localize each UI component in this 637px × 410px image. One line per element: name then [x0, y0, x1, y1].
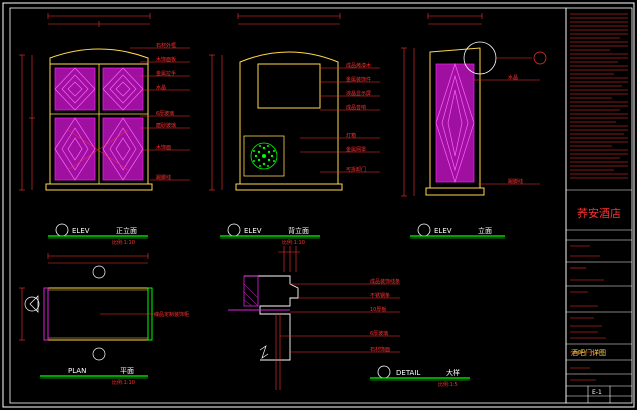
back-view-scale: 比例:1:10 — [282, 239, 305, 246]
front-view-tag: ELEV — [72, 227, 90, 235]
front-view-name: 正立面 — [116, 226, 137, 235]
front-label-4: 水晶 — [156, 84, 166, 91]
front-label-8: 踢脚线 — [156, 174, 171, 181]
detail-label-4: 6厚玻璃 — [370, 330, 388, 337]
plan-view-tag: PLAN — [68, 367, 86, 375]
detail-label-5: 石材饰面 — [370, 346, 390, 353]
display-screen — [257, 63, 321, 109]
front-label-3: 金属拉手 — [156, 70, 176, 77]
front-elevation: 石材外框 木饰面板 金属拉手 水晶 6厚玻璃 磨砂玻璃 木饰面 踢脚线 ELEV… — [19, 13, 190, 246]
speaker-grille — [250, 142, 278, 170]
section-marker-left-icon — [24, 296, 40, 312]
drawing-item-name: 酒吧门详图 — [571, 348, 606, 357]
back-label-6: 金属网罩 — [346, 146, 366, 153]
plan-view: 成品定制装饰柜 PLAN 平面 比例:1:10 — [19, 253, 189, 386]
side-elevation: 水晶 踢脚线 ELEV 立面 — [401, 13, 547, 239]
title-block: 荞安酒店 酒吧门详图 E-1 — [565, 7, 633, 404]
back-view-name: 背立面 — [288, 226, 309, 235]
plan-view-name: 平面 — [120, 367, 134, 375]
back-label-4: 成品音响 — [346, 104, 366, 111]
back-view-marker-icon — [227, 223, 241, 237]
detail-view: 成品装饰线条 不锈钢条 10厚板 6厚玻璃 石材饰面 DETAIL 大样 比例:… — [228, 246, 470, 390]
company-name: 荞安酒店 — [577, 206, 621, 220]
front-label-5: 6厚玻璃 — [156, 110, 174, 117]
back-label-3: 液晶显示屏 — [346, 90, 371, 97]
plan-view-scale: 比例:1:10 — [112, 379, 135, 386]
side-view-marker-icon — [417, 223, 431, 237]
detail-view-marker-icon — [377, 365, 391, 379]
back-view-tag: ELEV — [244, 227, 262, 235]
front-label-7: 木饰面 — [156, 144, 171, 151]
back-label-5: 灯箱 — [346, 132, 356, 139]
front-view-scale: 比例:1:10 — [112, 239, 135, 246]
side-view-name: 立面 — [478, 226, 492, 235]
detail-view-scale: 比例:1:5 — [438, 381, 458, 388]
side-label-1: 水晶 — [508, 74, 518, 81]
drawing-inner-border — [9, 7, 567, 404]
detail-view-tag: DETAIL — [396, 369, 420, 377]
section-marker-bottom-icon — [92, 347, 106, 361]
side-label-2: 踢脚线 — [508, 178, 523, 185]
drawing-code: E-1 — [592, 389, 602, 396]
front-label-6: 磨砂玻璃 — [156, 122, 176, 129]
section-marker-top-icon — [92, 265, 106, 279]
detail-label-1: 成品装饰线条 — [370, 278, 400, 285]
back-label-1: 成品烤漆木 — [346, 62, 371, 69]
back-label-2: 金属装饰件 — [346, 76, 371, 83]
detail-view-name: 大样 — [446, 368, 460, 377]
back-label-7: 可拆卸门 — [346, 166, 366, 173]
detail-label-3: 10厚板 — [370, 306, 386, 313]
side-view-tag: ELEV — [434, 227, 452, 235]
plan-label-1: 成品定制装饰柜 — [154, 311, 189, 318]
detail-label-2: 不锈钢条 — [370, 292, 390, 299]
front-label-1: 石材外框 — [156, 42, 176, 49]
front-label-2: 木饰面板 — [156, 56, 176, 63]
front-view-marker-icon — [55, 223, 69, 237]
back-elevation: 成品烤漆木 金属装饰件 液晶显示屏 成品音响 灯箱 金属网罩 可拆卸门 ELEV… — [209, 13, 380, 246]
